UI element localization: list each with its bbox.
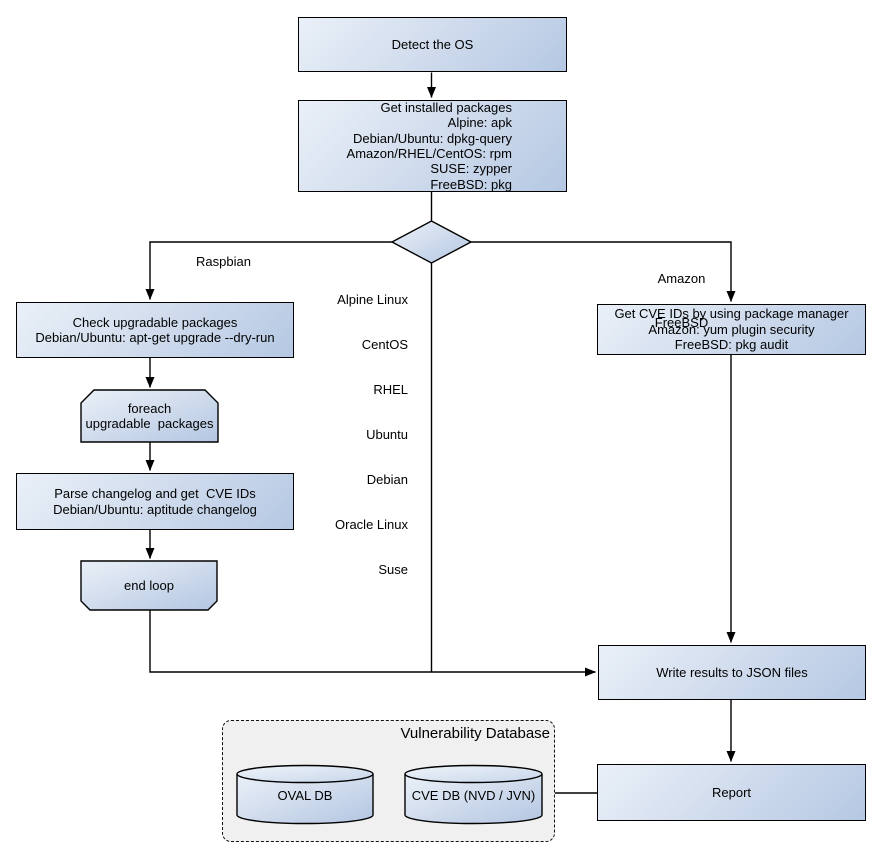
node-line: FreeBSD: pkg: [430, 176, 512, 192]
branch-label-line: Oracle Linux: [335, 517, 408, 532]
cylinder-label-line: CVE DB (NVD / JVN): [411, 788, 536, 804]
branch-label-line: CentOS: [361, 337, 408, 352]
edge-decision-to-check-upgradable: [145, 241, 392, 300]
node-line: upgradable packages: [85, 416, 214, 431]
node-line: Write results to JSON files: [656, 664, 808, 680]
edge-endloop-to-write-results: [149, 610, 596, 677]
branch-label-line: Debian: [366, 472, 408, 487]
node-check-upgradable-packages: Check upgradable packages Debian/Ubuntu:…: [16, 302, 294, 358]
node-detect-os: Detect the OS: [298, 17, 567, 72]
node-write-results-json: Write results to JSON files: [598, 645, 866, 700]
node-line: Debian/Ubuntu: dpkg-query: [353, 130, 512, 146]
node-end-loop: end loop: [81, 561, 217, 610]
branch-label-line: Alpine Linux: [337, 292, 408, 307]
cylinder-label-line: OVAL DB: [277, 788, 333, 804]
branch-label-line: Suse: [378, 562, 408, 577]
oval-db-cylinder: [236, 764, 374, 825]
node-line: end loop: [124, 577, 174, 593]
node-report: Report: [597, 764, 866, 821]
node-line: Parse changelog and get CVE IDs: [54, 486, 256, 502]
foreach-loop-shape: [80, 389, 219, 443]
branch-label-line: Amazon: [657, 271, 706, 286]
branch-label-line: RHEL: [373, 382, 408, 397]
node-line: Check upgradable packages: [72, 314, 238, 330]
node-get-cve-ids: Get CVE IDs by using package manager Ama…: [597, 304, 866, 355]
node-line: foreach: [127, 400, 172, 416]
branch-label-line: FreeBSD: [654, 314, 709, 330]
edge-decision-to-get-cve: [471, 241, 736, 302]
branch-label-line: Ubuntu: [366, 427, 408, 442]
node-line: Get installed packages: [380, 99, 512, 115]
node-line: Alpine: apk: [447, 115, 512, 131]
node-get-installed-packages: Get installed packages Alpine: apk Debia…: [298, 100, 567, 192]
node-line: Amazon/RHEL/CentOS: rpm: [346, 146, 512, 161]
cve-db-label: CVE DB (NVD / JVN): [405, 779, 542, 813]
branch-label-os-list: Alpine Linux CentOS RHEL Ubuntu Debian O…: [335, 262, 408, 607]
node-detect-os-label: Detect the OS: [391, 36, 474, 52]
node-line: Report: [711, 784, 752, 800]
node-line: Amazon: yum plugin security: [648, 321, 815, 337]
vulnerability-database-title: Vulnerability Database: [400, 725, 550, 742]
node-line: Get CVE IDs by using package manager: [614, 306, 849, 322]
node-foreach-upgradable-packages: foreach upgradable packages: [81, 390, 218, 442]
os-decision-diamond: [390, 220, 473, 264]
cve-db-cylinder: [404, 764, 543, 825]
node-line: Debian/Ubuntu: aptitude changelog: [53, 501, 257, 517]
node-parse-changelog: Parse changelog and get CVE IDs Debian/U…: [16, 473, 294, 530]
branch-label-amazon-freebsd: Amazon FreeBSD: [635, 243, 728, 359]
end-loop-shape: [80, 560, 218, 611]
node-line: Debian/Ubuntu: apt-get upgrade --dry-run: [35, 330, 275, 345]
branch-label-raspbian: Raspbian: [196, 254, 251, 269]
oval-db-label: OVAL DB: [237, 779, 373, 813]
node-line: FreeBSD: pkg audit: [674, 337, 789, 353]
node-line: SUSE: zypper: [430, 161, 512, 177]
